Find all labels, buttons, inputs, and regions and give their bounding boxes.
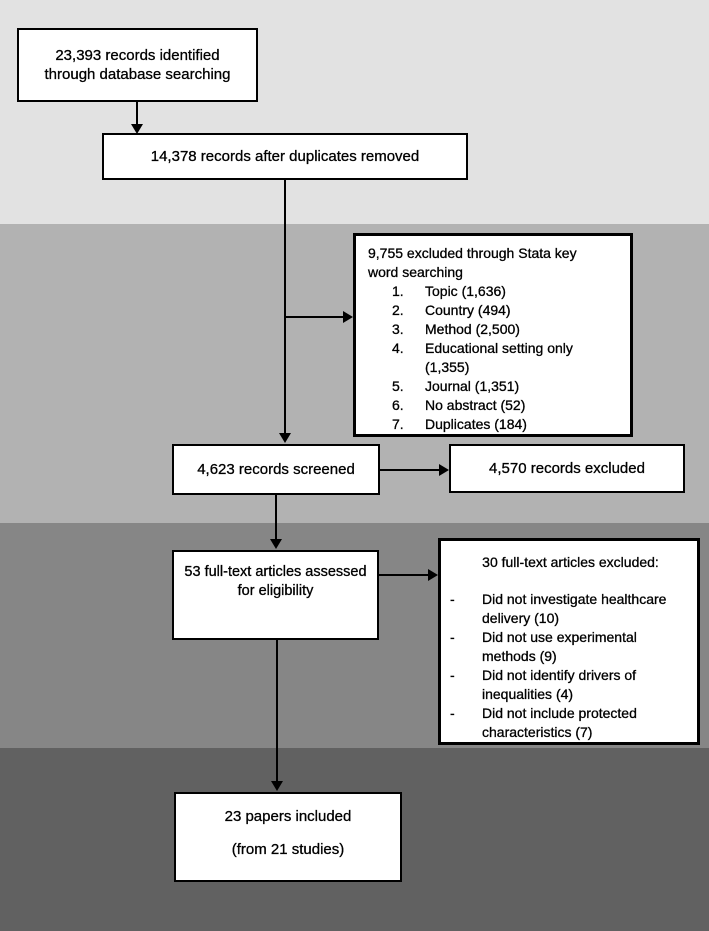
box-papers-included: 23 papers included (from 21 studies) xyxy=(174,792,402,882)
list-item-dash: - xyxy=(450,629,455,645)
arrow-assessed-to-included-line xyxy=(276,640,278,782)
arrow-branch-to-stata-excluded-line xyxy=(285,316,343,318)
list-item: 6. No abstract (52) xyxy=(392,396,624,415)
box-records-after-duplicates: 14,378 records after duplicates removed xyxy=(102,133,468,180)
box-records-identified: 23,393 records identified through databa… xyxy=(17,28,258,102)
list-item-text: Duplicates (184) xyxy=(425,416,527,432)
list-item-number: 2. xyxy=(392,302,404,318)
box-records-excluded: 4,570 records excluded xyxy=(449,444,685,493)
list-item-number: 5. xyxy=(392,378,404,394)
arrow-duplicates-to-screened-line xyxy=(284,180,286,434)
list-item-text: Did not identify drivers of inequalities… xyxy=(482,667,637,702)
papers-included-studies-text: (from 21 studies) xyxy=(231,841,345,858)
list-item-text: Did not include protected characteristic… xyxy=(482,705,637,740)
fulltext-excluded-title: 30 full-text articles excluded: xyxy=(482,554,659,570)
fulltext-excluded-list: - Did not investigate healthcare deliver… xyxy=(450,590,691,742)
list-item-number: 1. xyxy=(392,283,404,299)
box-fulltext-assessed: 53 full-text articles assessed for eligi… xyxy=(172,550,379,640)
fulltext-assessed-text: 53 full-text articles assessed for eligi… xyxy=(184,564,367,599)
arrow-screened-to-excluded-line xyxy=(380,469,439,471)
arrow-screened-to-assessed-line xyxy=(275,495,277,540)
list-item-text: Did not use experimental methods (9) xyxy=(482,629,637,664)
arrow-down-icon xyxy=(271,781,283,791)
list-item-dash: - xyxy=(450,705,455,721)
arrow-down-icon xyxy=(270,539,282,549)
stata-excluded-list: 1. Topic (1,636) 2. Country (494) 3. Met… xyxy=(368,282,624,434)
arrow-down-icon xyxy=(279,433,291,443)
list-item: - Did not include protected characterist… xyxy=(450,704,691,742)
list-item: - Did not identify drivers of inequaliti… xyxy=(450,666,691,704)
list-item-number: 4. xyxy=(392,340,404,356)
arrow-right-icon xyxy=(428,569,438,581)
records-excluded-text: 4,570 records excluded xyxy=(489,460,645,477)
list-item-number: 3. xyxy=(392,321,404,337)
list-item-text: No abstract (52) xyxy=(425,397,526,413)
arrow-assessed-to-ft-excluded-line xyxy=(379,574,428,576)
arrow-right-icon xyxy=(343,311,353,323)
records-identified-text: 23,393 records identified through databa… xyxy=(44,47,231,83)
arrow-identified-to-duplicates-line xyxy=(136,102,138,126)
box-fulltext-excluded: 30 full-text articles excluded: - Did no… xyxy=(438,538,700,745)
records-after-duplicates-text: 14,378 records after duplicates removed xyxy=(150,148,420,165)
list-item-dash: - xyxy=(450,591,455,607)
list-item-text: Did not investigate healthcare delivery … xyxy=(482,591,667,626)
box-records-screened: 4,623 records screened xyxy=(172,444,380,495)
list-item: - Did not use experimental methods (9) xyxy=(450,628,691,666)
list-item: 4. Educational setting only (1,355) xyxy=(392,339,624,377)
list-item-text: Topic (1,636) xyxy=(425,283,506,299)
list-item-text: Country (494) xyxy=(425,302,511,318)
list-item: 7. Duplicates (184) xyxy=(392,415,624,434)
records-screened-text: 4,623 records screened xyxy=(197,461,355,478)
list-item-text: Method (2,500) xyxy=(425,321,520,337)
list-item: 5. Journal (1,351) xyxy=(392,377,624,396)
list-item: - Did not investigate healthcare deliver… xyxy=(450,590,691,628)
list-item: 2. Country (494) xyxy=(392,301,624,320)
list-item-dash: - xyxy=(450,667,455,683)
stata-excluded-title: 9,755 excluded through Stata key word se… xyxy=(368,245,577,280)
arrow-down-icon xyxy=(131,124,143,134)
papers-included-text: 23 papers included xyxy=(224,808,352,825)
list-item: 1. Topic (1,636) xyxy=(392,282,624,301)
list-item-text: Journal (1,351) xyxy=(425,378,520,394)
list-item-number: 6. xyxy=(392,397,404,413)
list-item-number: 7. xyxy=(392,416,404,432)
arrow-right-icon xyxy=(439,464,449,476)
list-item-text: Educational setting only (1,355) xyxy=(425,340,573,375)
list-item: 3. Method (2,500) xyxy=(392,320,624,339)
box-stata-excluded: 9,755 excluded through Stata key word se… xyxy=(353,233,633,437)
